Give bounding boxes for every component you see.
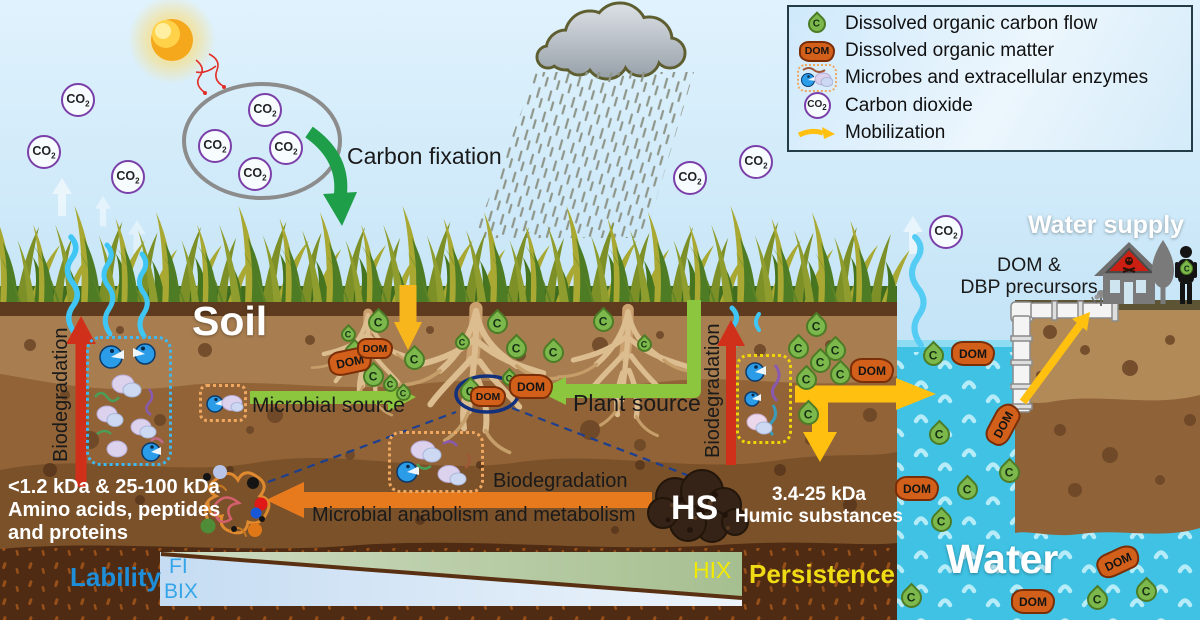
co2-icon: CO2 <box>248 93 282 127</box>
microbes-box-middle <box>388 431 484 493</box>
legend-item-co2: CO2 Carbon dioxide <box>795 92 1185 120</box>
dom-dbp-label: DOM & DBP precursors <box>958 254 1100 299</box>
carbon-droplet-icon: C <box>804 10 830 37</box>
mobilization-arrow-down <box>803 398 837 462</box>
biodegradation-arrow-left <box>66 316 96 487</box>
rain <box>474 72 694 238</box>
legend-item-carbon-flow: C Dissolved organic carbon flow <box>795 10 1185 37</box>
co2-icon: CO2 <box>198 129 232 163</box>
rain-cloud-icon <box>535 1 687 81</box>
microbial-source-label: Microbial source <box>252 394 405 417</box>
soil-right <box>1015 300 1200 536</box>
dom-icon: DOM <box>850 358 894 383</box>
dom-dbp-line1: DOM & <box>997 254 1061 276</box>
co2-icon: CO2 <box>61 83 95 117</box>
humic-line1: 3.4-25 kDa <box>771 484 866 505</box>
water-label: Water <box>946 536 1059 582</box>
legend-label: Mobilization <box>845 122 946 144</box>
dom-icon: DOM <box>895 476 939 501</box>
co2-icon: CO2 <box>111 160 145 194</box>
house-icon <box>1094 242 1164 304</box>
co2-icon: CO2 <box>269 131 303 165</box>
lability-persistence-bar <box>160 552 743 606</box>
legend-item-microbes: Microbes and extracellular enzymes <box>795 64 1185 93</box>
amino-line2: Amino acids, peptides <box>8 499 221 521</box>
biodegradation-arrow-right <box>717 320 745 465</box>
skull-icon <box>1122 257 1136 273</box>
pipe-icon <box>1010 299 1119 413</box>
dom-icon: DOM <box>509 374 553 399</box>
bix-label: BIX <box>164 580 198 603</box>
co2-cluster-oval <box>182 82 342 200</box>
humic-label: 3.4-25 kDa Humic substances <box>733 484 905 528</box>
microbes-box-source <box>199 384 247 422</box>
amino-line1: <1.2 kDa & 25-100 kDa <box>8 476 220 498</box>
dom-icon: DOM <box>470 386 506 407</box>
hix-label: HIX <box>693 557 732 583</box>
decomposition-dashed-lines <box>267 406 701 484</box>
carbon-fixation-label: Carbon fixation <box>347 143 502 169</box>
amino-line3: and proteins <box>8 522 129 544</box>
co2-icon: CO2 <box>739 145 773 179</box>
sun-icon <box>128 0 216 84</box>
legend-item-dom: DOM Dissolved organic matter <box>795 38 1185 64</box>
biodegradation-label-left: Biodegradation <box>50 327 72 462</box>
mobilization-arrow-right <box>795 378 936 410</box>
co2-icon: CO2 <box>27 135 61 169</box>
co2-icon: CO2 <box>238 157 272 191</box>
microbes-icon <box>797 64 837 93</box>
plant-source-label: Plant source <box>573 390 701 416</box>
humic-line2: Humic substances <box>735 505 903 527</box>
dom-icon: DOM <box>799 40 835 62</box>
dom-icon: DOM <box>951 341 995 366</box>
protein-cluster-icon <box>200 465 271 537</box>
lability-label: Lability <box>70 562 162 592</box>
dom-icon: DOM <box>1011 589 1055 614</box>
legend-label: Carbon dioxide <box>845 94 973 116</box>
tree-icon <box>1152 240 1174 304</box>
anabolism-label: Microbial anabolism and metabolism <box>312 504 636 526</box>
water-supply-label: Water supply <box>1028 211 1185 239</box>
mobilization-arrow-pipe <box>1019 312 1090 405</box>
carbon-input-arrow <box>394 285 422 350</box>
biodegradation-label-mid: Biodegradation <box>493 470 628 492</box>
carbon-fixation-arrow <box>305 126 357 226</box>
legend-label: Dissolved organic matter <box>845 40 1055 62</box>
co2-icon: CO2 <box>803 92 831 120</box>
mobilization-arrow-icon <box>797 127 835 140</box>
hs-blob <box>647 469 749 543</box>
fi-label: FI <box>169 555 188 578</box>
microbes-box-blue <box>86 336 172 466</box>
hs-label: HS <box>671 489 719 527</box>
anabolism-arrow <box>266 482 652 518</box>
biodegradation-label-right: Biodegradation <box>702 323 724 458</box>
legend: C Dissolved organic carbon flow DOM Diss… <box>787 5 1193 152</box>
persistence-label: Persistence <box>749 559 895 589</box>
sun-rays-icon <box>195 53 226 95</box>
dom-icon: DOM <box>357 338 393 359</box>
amino-label: <1.2 kDa & 25-100 kDa Amino acids, pepti… <box>8 476 238 545</box>
dom-dbp-line2: DBP precursors <box>960 276 1098 299</box>
microbes-box-right <box>736 354 792 444</box>
co2-icon: CO2 <box>673 161 707 195</box>
soil-label: Soil <box>192 298 268 344</box>
legend-label: Dissolved organic carbon flow <box>845 12 1098 34</box>
legend-label: Microbes and extracellular enzymes <box>845 67 1149 89</box>
co2-icon: CO2 <box>929 215 963 249</box>
legend-item-mobilization: Mobilization <box>795 120 1185 146</box>
